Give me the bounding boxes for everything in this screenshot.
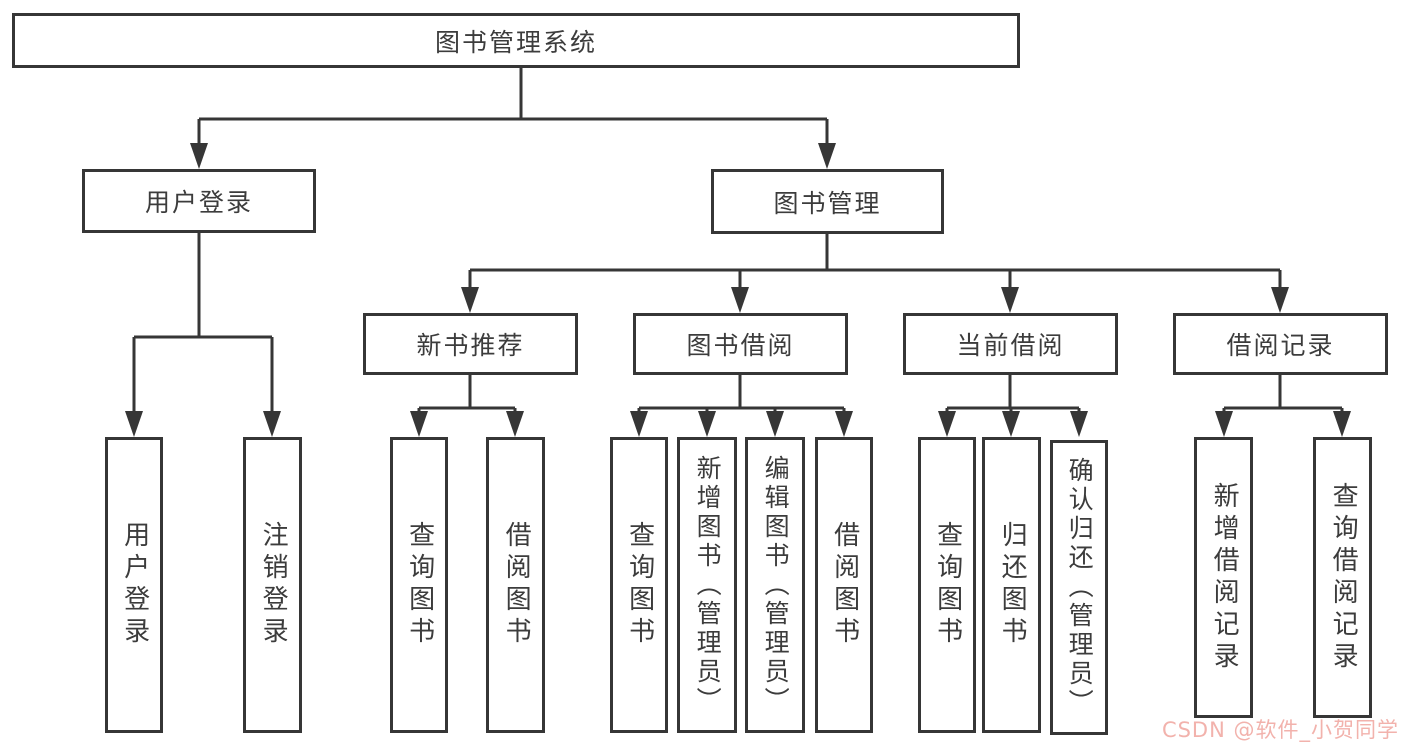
node-label: 用户登录 <box>144 188 253 217</box>
node-library-system: 图书管理系统 <box>12 13 1020 68</box>
leaf-label: 归还图书 <box>997 521 1028 649</box>
node-label: 新书推荐 <box>416 331 525 360</box>
leaf-confirm-return-admin: 确认归还（管理员） <box>1050 440 1108 735</box>
node-label: 图书管理系统 <box>434 27 597 57</box>
node-label: 图书管理 <box>773 188 882 218</box>
leaf-add-borrow-record: 新增借阅记录 <box>1194 437 1253 718</box>
leaf-query-books: 查询图书 <box>610 437 668 733</box>
leaf-borrow-books: 借阅图书 <box>486 437 545 733</box>
node-user-login: 用户登录 <box>82 169 316 233</box>
leaf-logout: 注销登录 <box>243 437 302 733</box>
node-label: 借阅记录 <box>1226 331 1335 360</box>
leaf-edit-books-admin: 编辑图书（管理员） <box>745 437 805 733</box>
leaf-label: 查询借阅记录 <box>1328 481 1359 674</box>
leaf-label: 查询图书 <box>624 521 655 649</box>
node-label: 图书借阅 <box>686 331 795 360</box>
leaf-query-books: 查询图书 <box>390 437 448 733</box>
leaf-return-books: 归还图书 <box>982 437 1041 733</box>
node-book-management: 图书管理 <box>711 169 944 234</box>
node-borrow-records: 借阅记录 <box>1173 313 1388 375</box>
leaf-label: 借阅图书 <box>829 521 860 649</box>
csdn-watermark: CSDN @软件_小贺同学 <box>1161 718 1399 742</box>
node-label: 当前借阅 <box>956 331 1065 360</box>
leaf-borrow-books: 借阅图书 <box>815 437 873 733</box>
leaf-label: 查询图书 <box>404 521 435 649</box>
leaf-query-books: 查询图书 <box>918 437 976 733</box>
leaf-label: 编辑图书（管理员） <box>761 454 791 716</box>
node-current-borrow: 当前借阅 <box>903 313 1118 375</box>
leaf-label: 查询图书 <box>932 521 963 649</box>
arrowheads <box>125 143 1351 437</box>
leaf-label: 确认归还（管理员） <box>1065 457 1095 718</box>
node-book-borrow: 图书借阅 <box>633 313 848 375</box>
leaf-label: 借阅图书 <box>501 521 532 649</box>
leaf-label: 新增借阅记录 <box>1209 481 1240 674</box>
leaf-label: 新增图书（管理员） <box>693 454 723 716</box>
leaf-label: 用户登录 <box>119 521 150 649</box>
node-new-book-recommend: 新书推荐 <box>363 313 578 375</box>
leaf-user-login: 用户登录 <box>105 437 163 733</box>
leaf-add-books-admin: 新增图书（管理员） <box>677 437 737 733</box>
leaf-query-borrow-record: 查询借阅记录 <box>1313 437 1372 718</box>
leaf-label: 注销登录 <box>258 521 289 649</box>
